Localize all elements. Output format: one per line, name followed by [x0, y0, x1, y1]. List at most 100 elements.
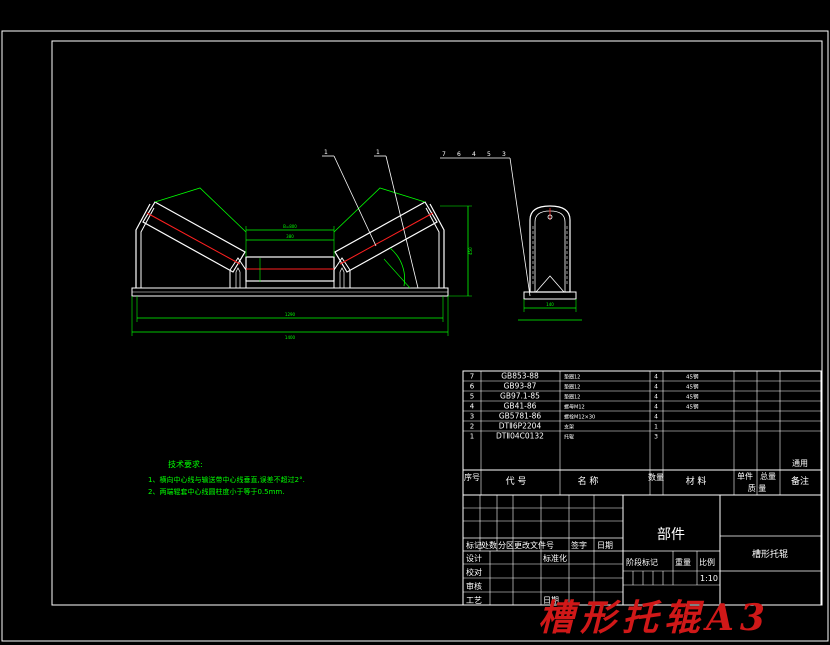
leader-1a-label: 1 — [324, 149, 328, 156]
title-block-border — [462, 494, 822, 606]
hdr-material: 材 料 — [686, 475, 707, 487]
right-inner-bracket-core — [339, 267, 345, 288]
dim-angle-leg — [383, 258, 411, 289]
parts-cell-name: 垫圈12 — [564, 384, 580, 391]
outer-frame — [1, 30, 829, 642]
side-view: 140 7 6 4 5 3 — [440, 151, 582, 321]
side-leader-label-6: 6 — [457, 151, 461, 158]
parts-cell-no: 6 — [470, 383, 475, 391]
dim-base-text: 1400 — [285, 335, 296, 340]
parts-cell-qty: 4 — [654, 394, 658, 401]
side-axle-hole — [547, 214, 553, 220]
hdr-mass: 质 量 — [748, 483, 767, 493]
tb-ratio: 比例 — [699, 557, 715, 567]
parts-cell-code: GB97.1-85 — [500, 392, 540, 401]
parts-cell-name: 托辊 — [564, 434, 574, 441]
parts-cell-name: 垫圈12 — [564, 374, 580, 381]
parts-rows: 7 GB853-88 垫圈12 4 45钢 6 GB93-87 垫圈12 4 45钢 5 GB97.1… — [463, 371, 821, 495]
side-leader-label-3: 3 — [502, 151, 506, 158]
dim-overall-text: 1290 — [285, 312, 296, 317]
dim-top-inner-text: 380 — [286, 234, 294, 239]
parts-cell-name: 螺栓M12×30 — [564, 414, 595, 421]
left-outer-bracket-inner — [140, 207, 155, 288]
left-roller-centerline — [146, 212, 241, 265]
inner-frame — [51, 40, 823, 606]
watermark-text: 槽形托辊A3 — [538, 597, 771, 639]
parts-cell-name: 支架 — [564, 424, 574, 431]
technical-notes: 技术要求: 1、横向中心线与输送带中心线垂直,误差不超过2°. 2、两端辊套中心… — [148, 459, 305, 496]
tb-weight: 重量 — [675, 557, 691, 567]
left-outer-bracket — [135, 203, 151, 288]
parts-cell-qty: 4 — [654, 384, 658, 391]
tb-mark: 标记 — [466, 540, 482, 550]
dim-angle-arc — [389, 247, 405, 287]
tb-drawing-name: 槽形托辊 — [752, 548, 788, 560]
parts-cell-qty: 4 — [654, 374, 658, 381]
leader-1a — [333, 155, 377, 247]
left-inner-bracket-core — [235, 267, 241, 288]
tb-date2: 日期 — [543, 596, 559, 605]
parts-cell-code: DTⅡ04C0132 — [496, 432, 544, 441]
tb-check: 校对 — [466, 567, 482, 577]
side-leader-label-7: 7 — [442, 151, 446, 158]
parts-cell-name: 螺母M12 — [564, 404, 585, 411]
hdr-name: 名 称 — [578, 475, 599, 487]
parts-cell-no: 2 — [470, 423, 474, 431]
side-bracket-inner — [534, 210, 566, 292]
tb-review: 审核 — [466, 581, 482, 591]
parts-cell-code: GB5781-86 — [499, 412, 542, 421]
tb-zone: 分区 — [498, 541, 514, 550]
parts-list-table: 7 GB853-88 垫圈12 4 45钢 6 GB93-87 垫圈12 4 45钢 5 GB97.1… — [462, 370, 822, 496]
parts-cell-material: 45钢 — [686, 403, 699, 411]
hdr-qty: 数量 — [648, 472, 664, 482]
side-leader-label-4: 4 — [472, 151, 476, 158]
title-block: 标记 处数 分区 更改文件号 签字 日期 设计 标准化 校对 审核 工艺 日期 … — [462, 494, 822, 606]
parts-cell-no: 7 — [470, 373, 474, 381]
front-view: B=800 380 1290 1400 450 1 1 — [131, 149, 473, 340]
right-outer-bracket-inner — [425, 207, 440, 288]
parts-cell-qty: 4 — [654, 414, 658, 421]
notes-item-1: 1、横向中心线与输送带中心线垂直,误差不超过2°. — [148, 475, 305, 484]
side-base-plate — [523, 291, 577, 300]
parts-cell-code: GB853-88 — [501, 372, 539, 381]
parts-cell-name: 垫圈12 — [564, 394, 580, 401]
tb-count: 处数 — [481, 540, 497, 550]
notes-item-2: 2、两端辊套中心线圆柱度小于等于0.5mm. — [148, 487, 284, 496]
tb-scale: 1:10 — [700, 574, 718, 583]
parts-cell-material: 45钢 — [686, 393, 699, 401]
dim-top-outer-text: B=800 — [283, 224, 297, 229]
parts-cell-material: 45钢 — [686, 373, 699, 381]
tb-stage-mark: 阶段标记 — [626, 557, 658, 567]
dim-height-text: 450 — [468, 247, 473, 255]
parts-cell-qty: 4 — [654, 404, 658, 411]
tb-process: 工艺 — [466, 596, 482, 605]
parts-cell-no: 4 — [470, 403, 475, 411]
hdr-no: 序号 — [464, 472, 480, 482]
parts-cell-code: GB41-86 — [504, 402, 537, 411]
tb-change-doc: 更改文件号 — [514, 540, 554, 550]
hdr-total-mass: 总量 — [760, 471, 776, 481]
right-belt-outline — [333, 187, 426, 233]
parts-cell-no: 3 — [470, 413, 474, 421]
right-roller-centerline — [339, 212, 434, 265]
right-outer-bracket — [429, 203, 445, 288]
leader-1b — [385, 155, 419, 289]
notes-title: 技术要求: — [168, 459, 203, 469]
parts-cell-no: 1 — [470, 433, 474, 441]
parts-cell-material: 45钢 — [686, 383, 699, 391]
parts-cell-code: GB93-87 — [504, 382, 537, 391]
side-gusset — [535, 275, 565, 293]
side-leader-label-5: 5 — [487, 151, 491, 158]
tb-part: 部件 — [657, 527, 685, 543]
tb-sign: 签字 — [571, 540, 587, 550]
parts-cell-no: 5 — [470, 393, 474, 401]
tb-date: 日期 — [597, 541, 613, 550]
parts-cell-qty: 1 — [654, 424, 658, 431]
cell-common: 通用 — [792, 458, 808, 468]
left-belt-outline — [154, 187, 247, 233]
hdr-code: 代 号 — [506, 476, 527, 487]
parts-cell-qty: 3 — [654, 434, 658, 441]
tb-standard: 标准化 — [543, 553, 567, 563]
dim-side-base-text: 140 — [546, 302, 554, 307]
